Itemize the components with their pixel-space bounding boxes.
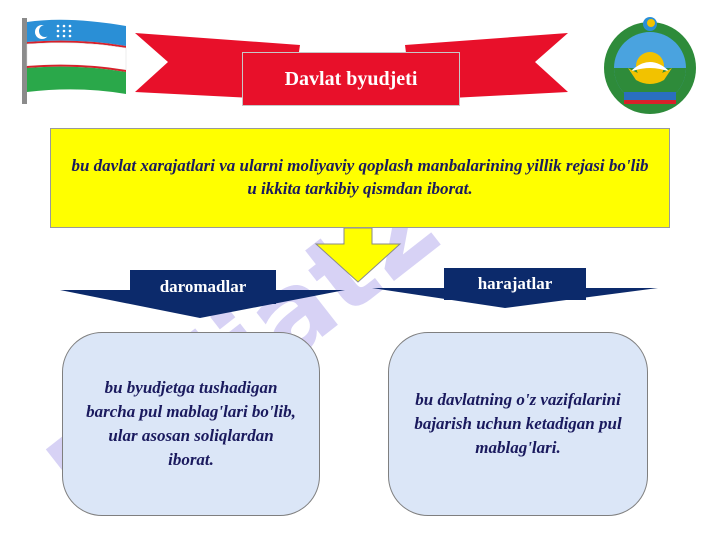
page-title: Davlat byudjeti — [242, 52, 460, 106]
uzbekistan-flag-icon — [22, 18, 127, 104]
revenue-label: daromadlar — [130, 270, 276, 304]
uzbekistan-emblem-icon — [604, 17, 696, 114]
expenditure-description-card: bu davlatning o'z vazifalarini bajarish … — [388, 332, 648, 516]
yellow-down-arrow — [314, 227, 402, 283]
definition-box: bu davlat xarajatlari va ularni moliyavi… — [50, 128, 670, 228]
revenue-description: bu byudjetga tushadigan barcha pul mabla… — [86, 378, 296, 469]
revenue-description-card: bu byudjetga tushadigan barcha pul mabla… — [62, 332, 320, 516]
definition-text: bu davlat xarajatlari va ularni moliyavi… — [71, 156, 649, 198]
expenditure-label: harajatlar — [444, 268, 586, 300]
expenditure-description: bu davlatning o'z vazifalarini bajarish … — [414, 390, 622, 457]
